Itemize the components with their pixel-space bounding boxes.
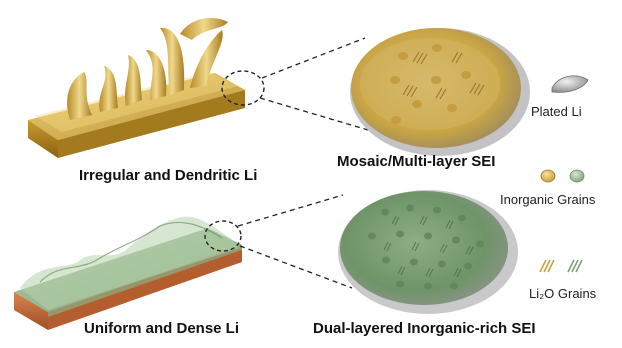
mosaic-sei-disk: [350, 28, 530, 156]
legend-plated-li-label: Plated Li: [531, 104, 582, 119]
label-mosaic-sei: Mosaic/Multi-layer SEI: [337, 153, 495, 170]
label-dual-layered-sei: Dual-layered Inorganic-rich SEI: [313, 320, 536, 337]
label-dense-li: Uniform and Dense Li: [84, 320, 239, 337]
legend-inorganic-grains-label: Inorganic Grains: [500, 192, 596, 207]
plated-li-icon: [552, 76, 588, 93]
dense-li-illustration: [14, 217, 242, 330]
dendritic-li-illustration: [28, 18, 245, 158]
li2o-grains-icon: [540, 260, 582, 272]
dual-layered-sei-disk: [338, 190, 518, 314]
legend-li2o-grains-label: Li₂O Grains: [529, 286, 597, 301]
inorganic-grains-icon: [541, 170, 584, 182]
label-dendritic-li: Irregular and Dendritic Li: [79, 167, 257, 184]
